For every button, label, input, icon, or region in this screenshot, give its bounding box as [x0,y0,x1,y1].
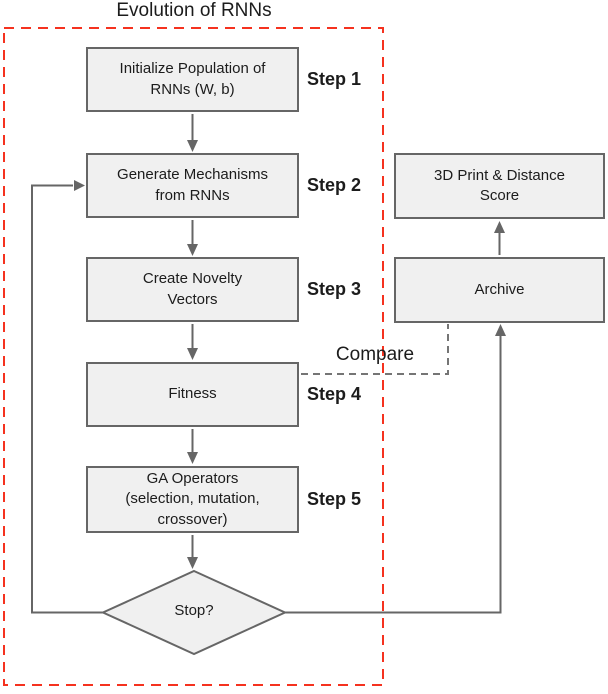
arrow-step5-to-decision [187,535,198,569]
diagram-title: Evolution of RNNs [116,0,272,21]
arrow-archive-to-print [494,221,505,255]
arrow-step1-to-step2 [187,114,198,152]
arrow-step4-to-step5 [187,429,198,464]
dashed-boundary-box [3,27,384,686]
arrow-step2-to-step3 [187,220,198,256]
decision-diamond-stop [100,569,288,656]
arrow-decision-to-generate-loop [31,180,103,614]
decision-label: Stop? [174,602,214,619]
flow-box-archive: Archive [394,257,605,323]
flow-box-initialize-population: Initialize Population of RNNs (W, b) [86,47,299,112]
flow-box-generate-mechanisms: Generate Mechanisms from RNNs [86,153,299,218]
flow-box-3d-print-distance-score: 3D Print & Distance Score [394,153,605,219]
step-label-2: Step 2 [307,175,362,195]
step-label-3: Step 3 [307,279,362,299]
arrow-decision-to-archive [285,324,506,614]
flow-box-fitness: Fitness [86,362,299,427]
flow-box-create-novelty-vectors: Create Novelty Vectors [86,257,299,322]
compare-label: Compare [335,344,415,365]
step-label-4: Step 4 [307,384,362,404]
dashed-connector-fitness-to-archive [301,324,449,375]
flow-box-ga-operators: GA Operators (selection, mutation, cross… [86,466,299,533]
arrow-step3-to-step4 [187,324,198,360]
step-label-1: Step 1 [307,69,362,89]
step-label-5: Step 5 [307,489,362,509]
